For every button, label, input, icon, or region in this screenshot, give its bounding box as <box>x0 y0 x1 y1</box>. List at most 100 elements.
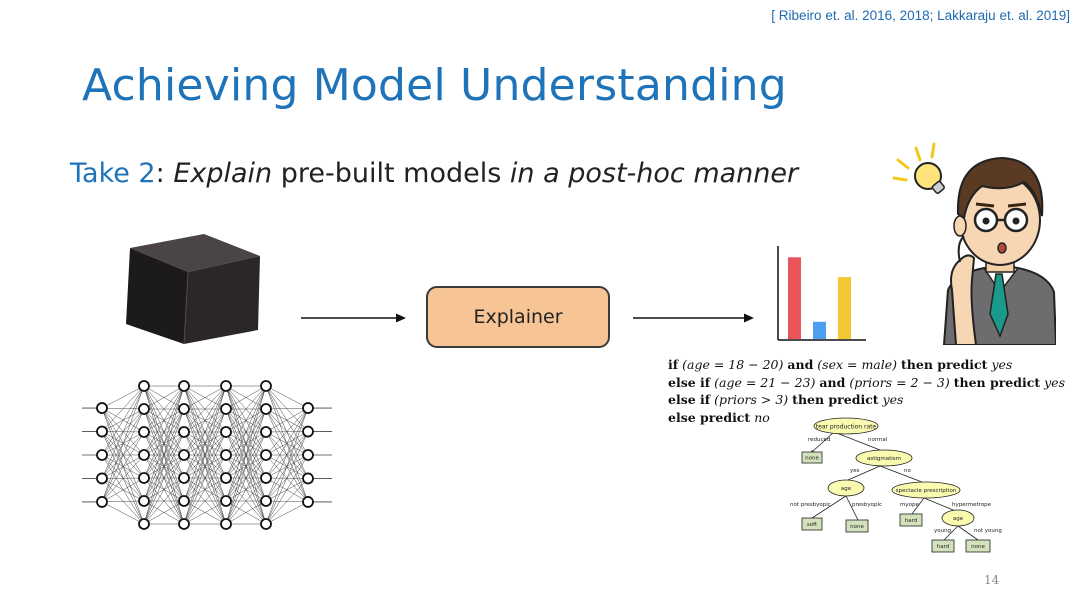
rule-keyword: then predict <box>953 374 1041 390</box>
tree-leaf-label: none <box>805 456 819 462</box>
tree-node <box>855 449 913 467</box>
tree-leaf <box>931 539 955 553</box>
network-neuron <box>260 449 272 461</box>
black-box-cube-icon <box>126 234 260 345</box>
explainer-label: Explainer <box>473 306 563 328</box>
network-neuron <box>220 472 232 484</box>
tree-leaf <box>801 451 823 464</box>
tree-leaf <box>801 517 823 531</box>
network-neuron <box>302 402 314 414</box>
tree-edge-label: normal <box>868 437 888 443</box>
rule-outcome: yes <box>882 392 904 407</box>
rule-keyword: if <box>668 357 679 372</box>
network-connections <box>101 385 309 525</box>
tree-edge-label: myope <box>900 502 919 508</box>
tree-leaf-label: none <box>971 544 985 550</box>
slide-subtitle: Take 2: Explain pre-built models in a po… <box>70 158 798 189</box>
network-neuron <box>220 380 232 392</box>
bar-chart-bar <box>813 321 826 339</box>
page-number: 14 <box>984 573 1000 587</box>
network-neuron <box>138 426 150 438</box>
tree-edge-label: presbyopic <box>852 502 882 508</box>
network-neuron <box>178 495 190 507</box>
bar-chart-bar <box>788 257 801 339</box>
subtitle-middle: pre-built models <box>272 158 510 189</box>
subtitle-explain: Explain <box>173 158 273 189</box>
network-neuron <box>138 403 150 415</box>
tree-edge-label: hypermetrope <box>952 502 992 508</box>
rule-outcome: no <box>754 409 770 425</box>
tree-node-label: age <box>953 516 964 522</box>
tree-node <box>891 481 961 499</box>
network-neuron <box>220 518 232 530</box>
network-neuron <box>96 472 108 485</box>
network-neuron <box>178 518 190 530</box>
tree-leaf-label: none <box>850 524 864 530</box>
rule-line: else if (age = 21 − 23) and (priors = 2 … <box>668 374 1065 392</box>
rule-keyword: else if <box>668 392 711 407</box>
subtitle-manner: in a post-hoc manner <box>509 158 799 189</box>
tree-leaf <box>845 519 869 533</box>
network-neuron <box>138 472 150 484</box>
network-neuron <box>178 403 190 415</box>
tree-edges <box>811 431 979 541</box>
tree-edge-label: not presbyopic <box>790 502 831 508</box>
tree-edge-label: no <box>904 468 911 474</box>
rule-condition: (age = 21 − 23) <box>714 374 816 390</box>
network-neuron <box>96 402 108 414</box>
tree-edge-label: reduced <box>808 437 830 443</box>
explainer-box: Explainer <box>426 286 610 348</box>
network-neuron <box>302 472 314 485</box>
network-neuron <box>220 449 232 461</box>
tree-leaf-label: hard <box>937 544 950 550</box>
rule-line: if (age = 18 − 20) and (sex = male) then… <box>668 356 1065 374</box>
tree-node-label: spectacle prescription <box>896 488 957 494</box>
rule-keyword: else predict <box>668 409 751 425</box>
arrow-to-explanations-icon <box>633 313 754 323</box>
rule-keyword: else if <box>668 374 711 390</box>
network-neuron <box>260 380 272 392</box>
network-neuron <box>260 472 272 484</box>
network-neuron <box>138 518 150 530</box>
tree-node-label: age <box>841 486 852 492</box>
rule-keyword: and <box>787 357 814 372</box>
network-neuron <box>178 380 190 392</box>
tree-node <box>827 479 865 497</box>
tree-leaf <box>965 539 991 553</box>
rule-condition: (priors > 3) <box>714 392 789 407</box>
tree-root-label: tear production rate <box>816 424 877 431</box>
network-neuron <box>178 449 190 461</box>
network-neuron <box>178 426 190 438</box>
tree-edge-label: young <box>934 528 951 534</box>
tree-leaf-label: hard <box>905 518 918 524</box>
rule-keyword: then predict <box>792 392 879 407</box>
lightbulb-icon <box>892 142 945 194</box>
network-neuron <box>302 496 314 508</box>
rule-condition: (age = 18 − 20) <box>682 357 784 372</box>
rule-condition: (sex = male) <box>817 357 898 372</box>
network-neuron <box>302 425 314 438</box>
citation: [ Ribeiro et. al. 2016, 2018; Lakkaraju … <box>771 8 1070 23</box>
rule-keyword: then predict <box>901 357 988 372</box>
rule-line: else predict no <box>668 409 1065 427</box>
rule-outcome: yes <box>991 357 1013 372</box>
network-neuron <box>138 449 150 461</box>
network-neuron <box>96 496 108 508</box>
network-neuron <box>178 472 190 484</box>
network-neuron <box>220 403 232 415</box>
subtitle-take: Take 2 <box>70 158 156 189</box>
network-neuron <box>260 426 272 438</box>
neural-network-icon <box>82 380 332 530</box>
tree-node <box>941 509 975 527</box>
tree-edge-label: yes <box>850 468 860 474</box>
subtitle-colon: : <box>155 158 174 189</box>
network-neuron <box>260 518 272 530</box>
network-neuron <box>138 380 150 392</box>
network-neuron <box>96 425 108 438</box>
decision-tree-diagram: tear production rate reduced normal none… <box>790 417 1002 553</box>
network-neuron <box>302 449 314 461</box>
rule-line: else if (priors > 3) then predict yes <box>668 391 1065 409</box>
feature-importance-bar-chart <box>777 246 866 341</box>
rule-keyword: and <box>819 374 846 390</box>
